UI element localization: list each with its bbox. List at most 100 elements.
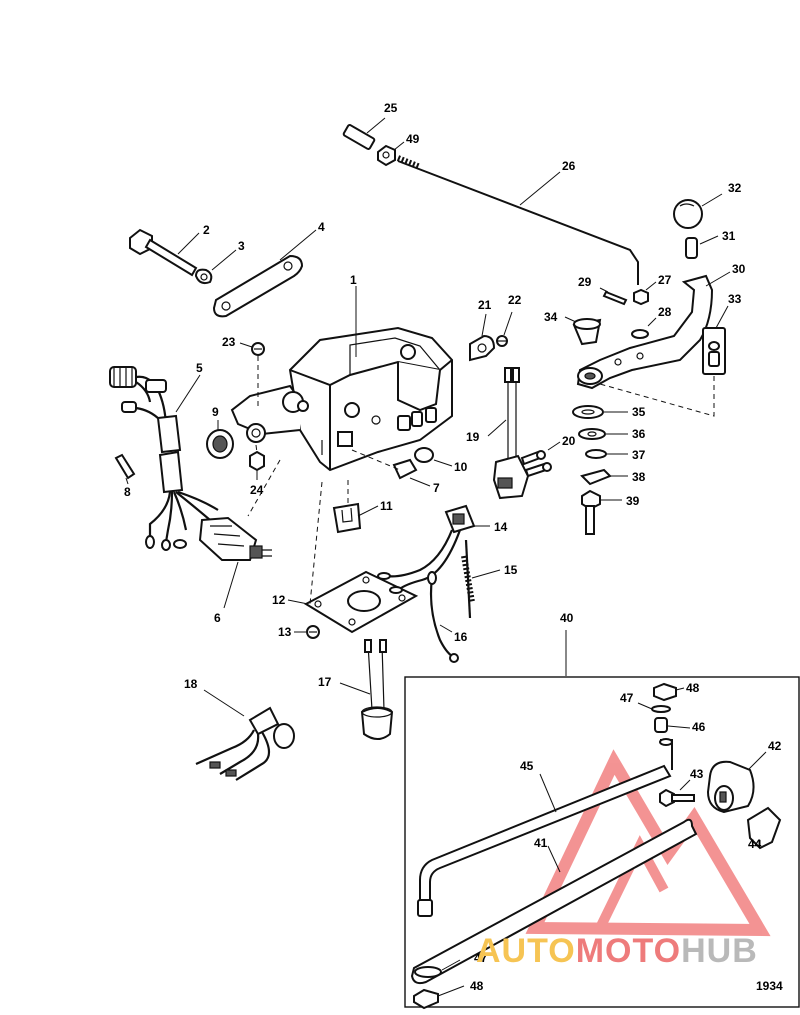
callout-10: 10 <box>454 460 468 474</box>
callout-27: 27 <box>658 273 672 287</box>
part-29-cotter-pin <box>602 290 628 306</box>
part-47-washer-bottom <box>414 966 442 978</box>
part-31-pin <box>685 237 698 259</box>
part-1-housing <box>230 326 453 472</box>
part-34-bushing <box>572 318 602 346</box>
callout-14: 14 <box>494 520 508 534</box>
callout-40: 40 <box>560 611 574 625</box>
callout-22: 22 <box>508 293 522 307</box>
part-25-pin <box>342 124 376 150</box>
callout-41: 41 <box>534 836 548 850</box>
callout-46: 46 <box>692 720 706 734</box>
callout-6: 6 <box>214 611 221 625</box>
callout-42: 42 <box>768 739 782 753</box>
part-33-bushing-set <box>702 327 726 375</box>
callout-30: 30 <box>732 262 746 276</box>
watermark-hub: HUB <box>681 932 758 970</box>
callout-9: 9 <box>212 405 219 419</box>
part-48-nut-top <box>653 682 677 702</box>
part-23-screw <box>251 342 265 356</box>
callout-37: 37 <box>632 448 646 462</box>
callout-25: 25 <box>384 101 398 115</box>
part-46-bushing <box>654 717 668 733</box>
part-35-washer <box>572 405 604 419</box>
part-42-clamp <box>706 760 755 814</box>
watermark: AUTOMOTOHUB <box>476 932 758 970</box>
part-18-harness <box>195 706 295 781</box>
part-9-seal <box>206 429 234 459</box>
callout-48-top: 48 <box>686 681 700 695</box>
part-5-wiring-harness <box>109 366 219 551</box>
part-45-rod <box>417 738 673 917</box>
callout-15: 15 <box>504 563 518 577</box>
part-22-screw <box>496 335 508 347</box>
callout-48-bottom: 48 <box>470 979 484 993</box>
callout-29: 29 <box>578 275 592 289</box>
part-48-nut-bottom <box>413 988 439 1010</box>
callout-26: 26 <box>562 159 576 173</box>
part-21-clamp <box>469 334 496 362</box>
part-36-washer <box>578 428 606 440</box>
part-37-spacer <box>585 449 607 459</box>
part-49-nut <box>377 144 396 167</box>
callout-35: 35 <box>632 405 646 419</box>
callout-36: 36 <box>632 427 646 441</box>
part-7-grommet <box>392 458 418 480</box>
callout-3: 3 <box>238 239 245 253</box>
callout-39: 39 <box>626 494 640 508</box>
part-19-switch-assembly <box>492 367 530 500</box>
callout-11: 11 <box>380 499 393 513</box>
callout-2: 2 <box>203 223 210 237</box>
callout-1: 1 <box>350 273 357 287</box>
part-43-bolt <box>659 788 695 808</box>
part-27-nut <box>633 288 649 306</box>
callout-45: 45 <box>520 759 534 773</box>
callout-23: 23 <box>222 335 236 349</box>
callout-18: 18 <box>184 677 198 691</box>
part-47-washer-top <box>651 705 671 713</box>
part-16-ground-wire <box>427 571 459 663</box>
callout-13: 13 <box>278 625 292 639</box>
part-4-plate <box>212 254 304 318</box>
watermark-moto: MOTO <box>576 932 681 970</box>
part-44-knob <box>746 806 782 850</box>
callout-17: 17 <box>318 675 332 689</box>
part-20-screws <box>520 450 552 478</box>
part-17-sensor <box>360 639 394 740</box>
part-6-connector <box>198 516 272 561</box>
callout-31: 31 <box>722 229 736 243</box>
part-26-shift-rod <box>396 155 639 285</box>
callout-4: 4 <box>318 220 325 234</box>
part-13-screw <box>306 625 320 639</box>
part-24-nut <box>249 450 265 472</box>
part-39-bolt <box>581 489 601 535</box>
part-30-lever <box>576 274 714 390</box>
watermark-auto: AUTO <box>476 932 576 970</box>
callout-21: 21 <box>478 298 492 312</box>
figure-number: 1934 <box>756 979 783 993</box>
part-28-washer <box>631 329 649 339</box>
callout-44: 44 <box>748 837 762 851</box>
part-10-plug <box>414 447 434 463</box>
part-8-terminal <box>114 453 136 480</box>
callout-24: 24 <box>250 483 264 497</box>
part-12-mounting-plate <box>303 570 419 634</box>
callout-32: 32 <box>728 181 742 195</box>
callout-12: 12 <box>272 593 286 607</box>
callout-labels: 1 2 3 4 5 6 7 8 9 10 11 12 13 14 15 16 1… <box>124 101 782 993</box>
part-3-lock-washer <box>194 268 213 285</box>
part-2-bolt <box>129 228 198 277</box>
callout-47-top: 47 <box>620 691 634 705</box>
svg-text:AUTOMOTOHUB: AUTOMOTOHUB <box>476 932 758 970</box>
callout-19: 19 <box>466 430 480 444</box>
part-32-knob <box>673 199 703 229</box>
callout-43: 43 <box>690 767 704 781</box>
callout-28: 28 <box>658 305 672 319</box>
part-15-lead-wire <box>461 539 475 619</box>
callout-20: 20 <box>562 434 576 448</box>
part-14-switch <box>377 504 476 594</box>
part-38-clip <box>580 468 612 486</box>
callout-7: 7 <box>433 481 440 495</box>
callout-34: 34 <box>544 310 558 324</box>
part-11-clip <box>332 502 362 534</box>
